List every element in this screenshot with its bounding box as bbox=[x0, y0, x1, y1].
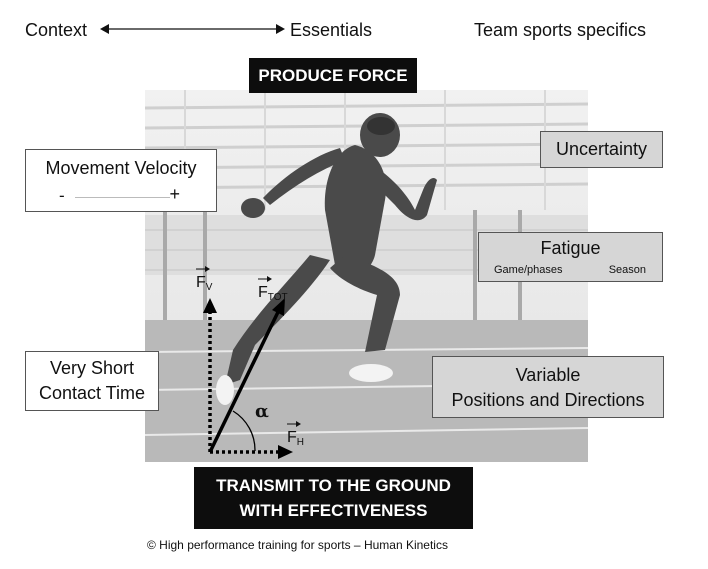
uncertainty-box: Uncertainty bbox=[540, 131, 663, 168]
velocity-min-label: - bbox=[59, 186, 65, 205]
fh-sub: H bbox=[296, 437, 305, 448]
fatigue-game-phases: Game/phases bbox=[494, 264, 563, 276]
vector-arrow-icon bbox=[258, 276, 272, 282]
short-contact-time-box: Very Short Contact Time bbox=[25, 351, 159, 411]
transmit-line-1: TRANSMIT TO THE GROUND bbox=[216, 476, 451, 495]
ftot-sub: TOT bbox=[267, 292, 288, 303]
produce-force-label: PRODUCE FORCE bbox=[249, 58, 417, 93]
angle-alpha-label: α bbox=[255, 401, 269, 422]
short-contact-line-1: Very Short bbox=[49, 358, 135, 378]
vector-arrow-icon bbox=[196, 266, 210, 272]
vector-arrow-icon bbox=[287, 421, 301, 427]
velocity-scale-bar bbox=[75, 197, 170, 198]
variable-line-1: Variable bbox=[515, 365, 581, 385]
fv-label: FV bbox=[196, 266, 213, 293]
header-context: Context bbox=[25, 20, 88, 40]
velocity-max-label: + bbox=[169, 184, 180, 204]
ftot-label: FTOT bbox=[258, 276, 288, 303]
transmit-ground-label: TRANSMIT TO THE GROUND WITH EFFECTIVENES… bbox=[194, 467, 473, 529]
copyright-text: © High performance training for sports –… bbox=[147, 538, 448, 552]
fatigue-box: Fatigue Game/phases Season bbox=[478, 232, 663, 282]
ftot-main: F bbox=[258, 284, 268, 301]
header-essentials: Essentials bbox=[290, 20, 373, 40]
header-team-sports-specifics: Team sports specifics bbox=[474, 20, 647, 40]
transmit-line-2: WITH EFFECTIVENESS bbox=[239, 501, 428, 520]
fv-sub: V bbox=[205, 282, 213, 293]
fatigue-season: Season bbox=[608, 264, 646, 276]
movement-velocity-box: Movement Velocity - + bbox=[25, 149, 217, 212]
fh-main: F bbox=[287, 429, 297, 446]
variable-line-2: Positions and Directions bbox=[451, 390, 645, 410]
variable-positions-box: Variable Positions and Directions bbox=[432, 356, 664, 418]
double-arrow-icon bbox=[100, 24, 285, 34]
fh-label: FH bbox=[287, 421, 305, 448]
fatigue-title: Fatigue bbox=[540, 238, 601, 258]
fv-main: F bbox=[196, 274, 206, 291]
movement-velocity-title: Movement Velocity bbox=[45, 158, 197, 178]
short-contact-line-2: Contact Time bbox=[38, 383, 146, 403]
